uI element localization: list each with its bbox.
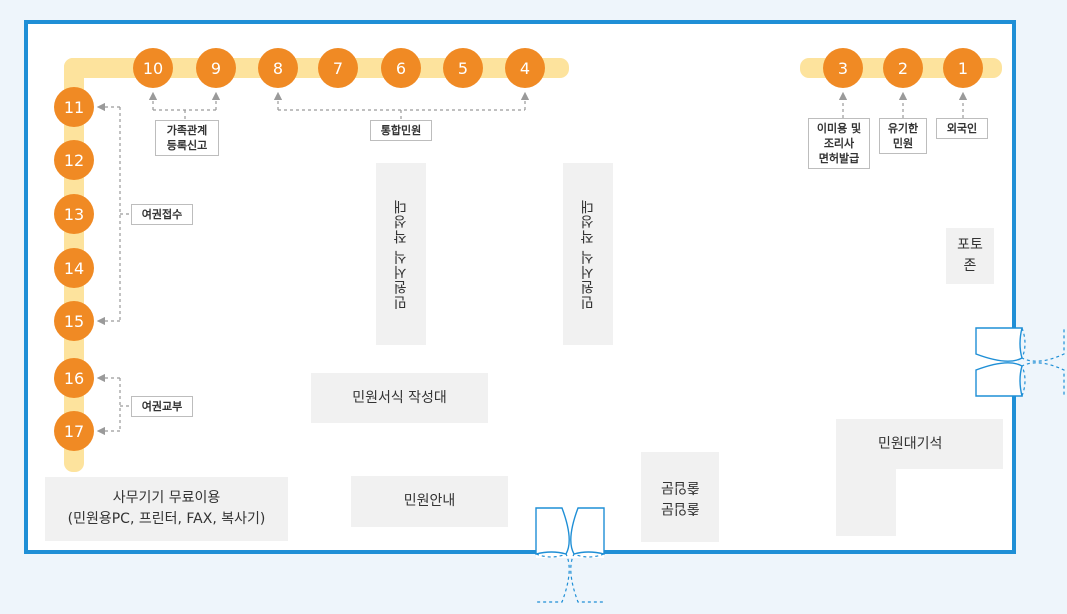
window-16: 16: [54, 358, 94, 398]
side-entrance-door: [975, 327, 1065, 397]
window-17: 17: [54, 411, 94, 451]
window-12: 12: [54, 140, 94, 180]
main-entrance-door: [535, 507, 605, 603]
window-3: 3: [823, 48, 863, 88]
entrance-label-box: 출입문 출입문: [641, 452, 719, 542]
label-window-2-service: 유기한 민원: [879, 118, 927, 154]
form-desk-vertical-right: 민원서식 작성대: [563, 163, 613, 345]
window-4: 4: [505, 48, 545, 88]
photo-zone: 포토 존: [946, 228, 994, 284]
waiting-seats-extension: [836, 469, 896, 536]
window-13: 13: [54, 194, 94, 234]
window-5: 5: [443, 48, 483, 88]
window-6: 6: [381, 48, 421, 88]
information-desk: 민원안내: [351, 476, 508, 527]
label-passport-receipt: 여권접수: [131, 204, 193, 225]
window-14: 14: [54, 248, 94, 288]
queue-track-top-left: [64, 58, 569, 78]
window-8: 8: [258, 48, 298, 88]
form-desk-horizontal: 민원서식 작성대: [311, 373, 488, 423]
label-passport-issue: 여권교부: [131, 396, 193, 417]
window-9: 9: [196, 48, 236, 88]
window-2: 2: [883, 48, 923, 88]
waiting-seats: 민원대기석: [836, 419, 1003, 469]
window-11: 11: [54, 87, 94, 127]
window-15: 15: [54, 301, 94, 341]
form-desk-vertical-left: 민원서식 작성대: [376, 163, 426, 345]
window-7: 7: [318, 48, 358, 88]
window-10: 10: [133, 48, 173, 88]
label-family-registration: 가족관계 등록신고: [155, 120, 219, 156]
window-1: 1: [943, 48, 983, 88]
label-barber-cook-license: 이미용 및 조리사 면허발급: [808, 118, 870, 169]
label-foreigner: 외국인: [936, 118, 988, 139]
label-integrated-service: 통합민원: [370, 120, 432, 141]
office-equipment-area: 사무기기 무료이용 (민원용PC, 프린터, FAX, 복사기): [45, 477, 288, 541]
